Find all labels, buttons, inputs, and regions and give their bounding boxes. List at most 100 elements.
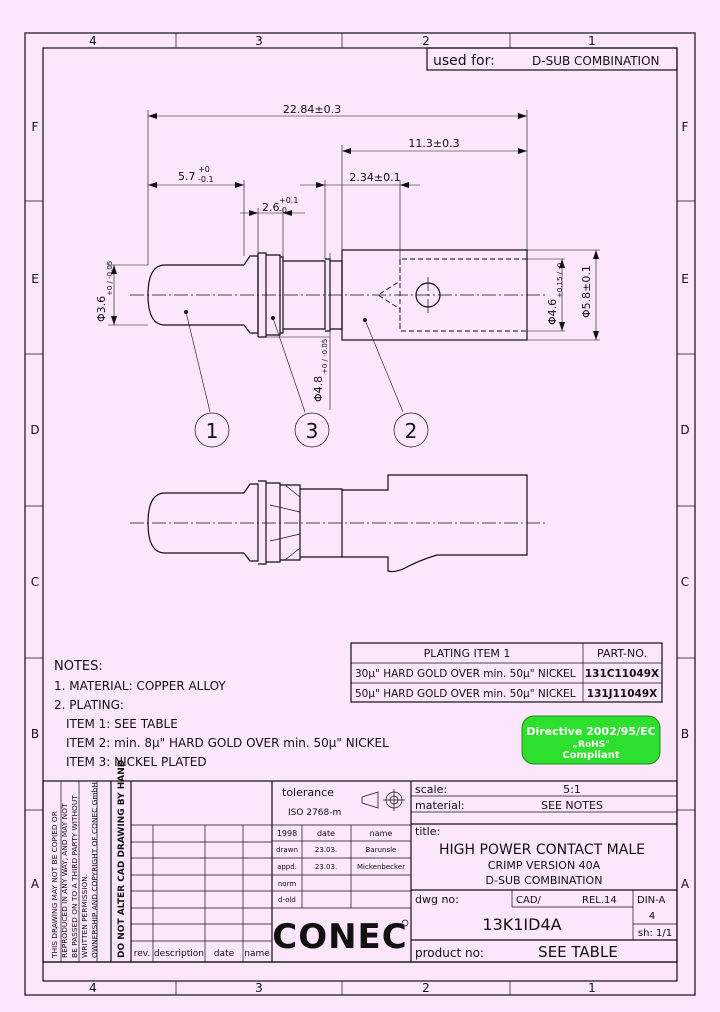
note-line: ITEM 3: NICKEL PLATED	[66, 755, 207, 769]
plating-table: PLATING ITEM 1 PART-NO. 30µ" HARD GOLD O…	[350, 642, 663, 703]
part-no-row-2: 131J11049X	[587, 688, 657, 700]
used-for-box: used for: D-SUB COMBINATION	[426, 47, 678, 71]
description-header: description	[154, 949, 204, 959]
row-label: E	[31, 272, 39, 286]
col-label: 3	[255, 981, 263, 995]
dim-pin-length: 5.7	[178, 170, 196, 183]
date-col-header: date	[317, 829, 335, 838]
row-label: A	[681, 877, 690, 891]
drawn-label: drawn	[276, 846, 298, 854]
col-label: 1	[588, 34, 596, 48]
norm-label: norm	[278, 880, 296, 888]
row-labels-left: F E D C B A	[30, 120, 40, 891]
rev-header: rev.	[134, 949, 151, 959]
din-label: DIN-A	[637, 895, 666, 906]
drawing-number: 13K1ID4A	[482, 915, 561, 934]
name-header: name	[244, 949, 270, 959]
balloon-item: 3	[306, 419, 319, 443]
note-line: ITEM 2: min. 8µ" HARD GOLD OVER min. 50µ…	[66, 736, 389, 750]
drawn-name: Barunsle	[366, 846, 397, 854]
row-label: D	[30, 423, 39, 437]
dim-collar-length: 2.6	[262, 201, 280, 214]
dim-pin-diameter: Φ3.6	[95, 296, 108, 322]
note-line: 2. PLATING:	[54, 698, 124, 712]
rel-label: REL.14	[582, 895, 617, 906]
appd-name: Mickenbecker	[357, 863, 405, 871]
dim-pin-tol-lower: -0.1	[198, 175, 214, 184]
row-labels-right: F E D C B A	[680, 120, 690, 891]
used-for-value: D-SUB COMBINATION	[532, 54, 660, 68]
dwg-label: dwg no:	[415, 893, 459, 906]
title-block: rev. description date name tolerance ISO…	[42, 760, 678, 963]
dim-socket-diameter: Φ5.8±0.1	[580, 265, 593, 318]
d-old-label: d-old	[278, 896, 296, 904]
row-label: A	[31, 877, 40, 891]
dim-pin-tol-upper: +0	[198, 165, 210, 174]
sheet-number: sh: 1/1	[638, 928, 672, 939]
drawing-subtitle-1: CRIMP VERSION 40A	[488, 859, 601, 872]
drawing-subtitle-2: D-SUB COMBINATION	[486, 874, 603, 887]
row-label: F	[32, 120, 39, 134]
appd-date: 23.03.	[315, 863, 337, 871]
dim-pin-dia-tol: +0 / -0.05	[106, 261, 114, 296]
rohs-line-2: „RoHS"	[572, 740, 610, 750]
drawing-title: HIGH POWER CONTACT MALE	[439, 842, 645, 858]
tolerance-value: ISO 2768-m	[288, 808, 341, 818]
title-label: title:	[415, 825, 440, 838]
drawing-frame	[24, 32, 696, 996]
cad-label: CAD/	[516, 895, 542, 906]
product-label: product no:	[415, 946, 484, 960]
dim-collar-diameter: Φ4.8	[312, 376, 325, 402]
row-label: C	[681, 575, 689, 589]
contact-top-view	[130, 474, 545, 573]
dim-collar-tol-upper: +0.1	[279, 196, 298, 205]
plating-row-2: 50µ" HARD GOLD OVER min. 50µ" NICKEL	[355, 688, 576, 700]
dim-collar-dia-tol: +0 / -0.05	[321, 339, 329, 374]
balloon-item: 2	[405, 419, 418, 443]
dim-collar-tol-lower: -0	[279, 206, 287, 215]
plating-header: PLATING ITEM 1	[424, 647, 511, 660]
balloon-item: 1	[206, 419, 219, 443]
year: 1998	[277, 829, 297, 838]
row-label: D	[680, 423, 689, 437]
dim-bore-diameter: Φ4.6	[546, 299, 559, 325]
rohs-badge: Directive 2002/95/EC „RoHS" Compliant	[521, 715, 661, 765]
col-label: 2	[422, 34, 430, 48]
dim-overall-length: 22.84±0.3	[283, 103, 341, 116]
col-label: 2	[422, 981, 430, 995]
part-no-header: PART-NO.	[597, 647, 647, 660]
notes-title: NOTES:	[54, 659, 103, 674]
col-label: 1	[588, 981, 596, 995]
scale-value: 5:1	[563, 783, 581, 796]
drawn-date: 23.03.	[315, 846, 337, 854]
date-header: date	[214, 949, 235, 959]
copyright-line: OWNERSHIP AND COPYRIGHT OF CONEC GmbH	[90, 782, 99, 958]
material-label: material:	[415, 799, 465, 812]
scale-label: scale:	[415, 783, 447, 796]
row-label: B	[31, 727, 39, 741]
name-col-header: name	[370, 829, 393, 838]
copyright-line: THIS DRAWING MAY NOT BE COPIED OR	[50, 811, 59, 959]
product-value: SEE TABLE	[538, 943, 618, 961]
din-value: 4	[649, 911, 655, 922]
do-not-alter-note: DO NOT ALTER CAD DRAWING BY HAND	[117, 760, 127, 958]
col-label: 3	[255, 34, 263, 48]
copyright-line: REPRODUCED IN ANY WAY, AND MAY NOT	[60, 803, 69, 958]
note-line: ITEM 1: SEE TABLE	[66, 717, 178, 731]
col-label: 4	[89, 981, 97, 995]
used-for-label: used for:	[433, 53, 495, 69]
dim-socket-length: 11.3±0.3	[408, 137, 459, 150]
item-balloons: 1 3 2	[184, 310, 429, 448]
plating-row-1: 30µ" HARD GOLD OVER min. 50µ" NICKEL	[355, 668, 576, 680]
conec-logo: CONEC	[272, 917, 408, 957]
col-label: 4	[89, 34, 97, 48]
tolerance-label: tolerance	[282, 786, 334, 799]
row-label: F	[682, 120, 689, 134]
dim-neck-length: 2.34±0.1	[349, 171, 400, 184]
material-value: SEE NOTES	[541, 799, 603, 812]
appd-label: appd.	[277, 863, 297, 871]
dim-bore-dia-tol: +0.15 / -0	[556, 263, 564, 298]
row-label: C	[31, 575, 39, 589]
part-no-row-1: 131C11049X	[585, 668, 659, 680]
